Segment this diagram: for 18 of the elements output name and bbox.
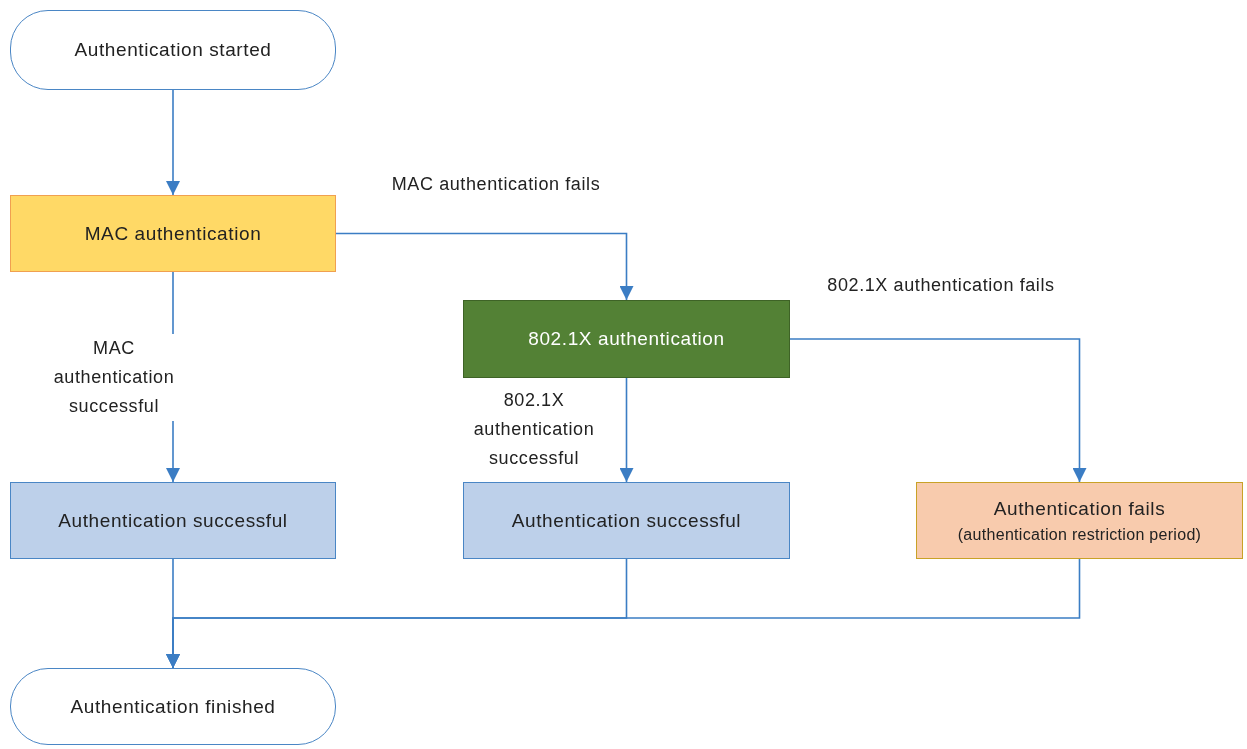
result-box (10, 482, 336, 559)
result-box (463, 482, 790, 559)
arrow (619, 377, 634, 483)
node-label: Authentication successful (58, 509, 288, 532)
node-label: Authentication fails (993, 497, 1166, 520)
process-box (463, 300, 790, 378)
node-label: MAC authentication (84, 222, 262, 245)
arrow (166, 89, 180, 196)
node-note: (authentication restriction period) (957, 525, 1202, 544)
node-label: Authentication started (74, 39, 272, 61)
node-label: Authentication successful (511, 509, 742, 532)
arrow (789, 338, 1087, 483)
node-label: 802.1X authentication (528, 328, 725, 350)
arrow (335, 232, 634, 301)
node-label: Authentication finished (70, 695, 276, 718)
arrow (166, 558, 1081, 669)
result-box (916, 482, 1243, 559)
process-box (10, 195, 336, 272)
